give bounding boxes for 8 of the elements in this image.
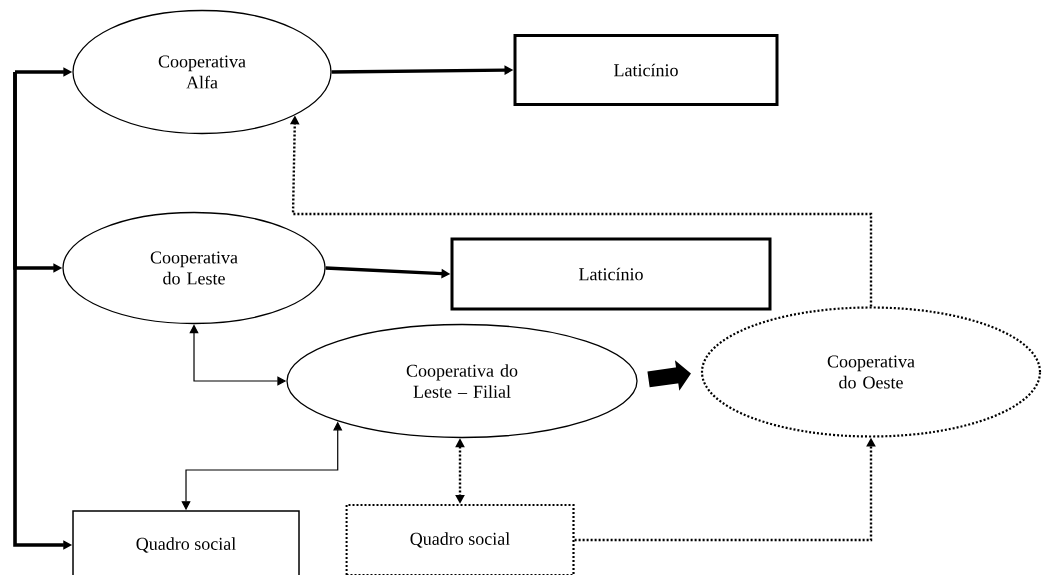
ellipse-node: Cooperativa do Leste – Filial bbox=[286, 323, 638, 439]
dotted-process-box: Quadro social bbox=[345, 503, 575, 575]
dotted-ellipse-node: Cooperativa do Oeste bbox=[700, 306, 1042, 438]
ellipse-node: Cooperativa do Leste bbox=[62, 211, 326, 325]
ellipse-node: Cooperativa Alfa bbox=[72, 9, 332, 135]
process-box: Quadro social bbox=[72, 510, 300, 575]
process-box: Laticínio bbox=[450, 237, 772, 311]
process-box: Laticínio bbox=[513, 34, 779, 106]
